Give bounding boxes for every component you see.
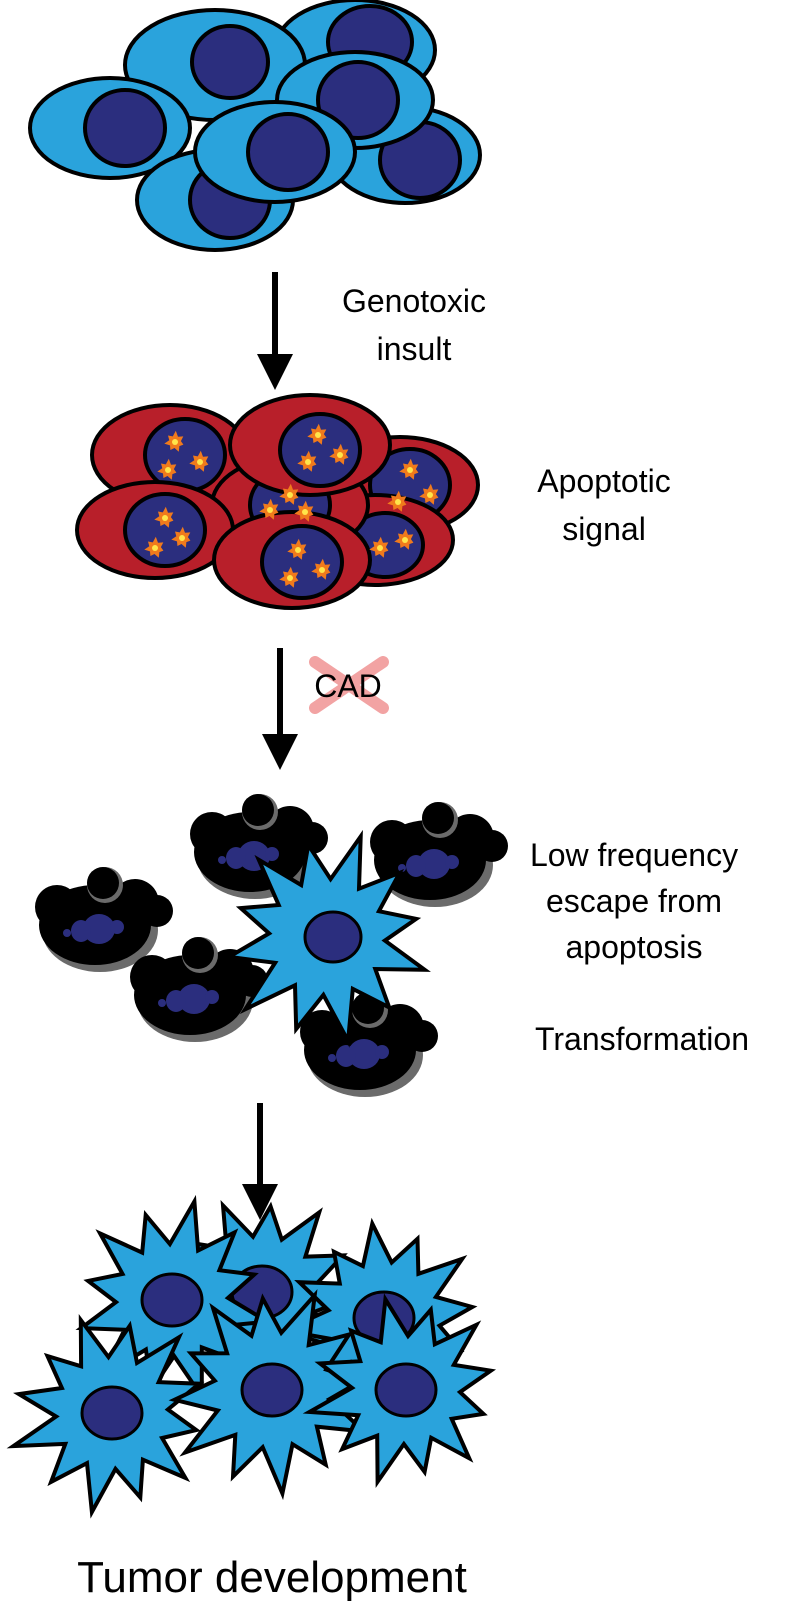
label-cad: CAD [314,668,382,704]
apoptotic-cell-cluster [75,393,480,610]
dead-cell [35,867,173,972]
damage-focus-icon [287,538,307,560]
label-escape-line1: Low frequency [530,837,738,873]
cross-out-icon [309,656,389,714]
dead-cell [300,992,438,1097]
label-genotoxic-line2: insult [377,331,452,367]
label-escape-line3: apoptosis [566,929,703,965]
apoptotic-cell [75,480,235,580]
tumor-cell-cluster [6,1194,497,1519]
apoptotic-cell [228,393,392,497]
damage-focus-icon [279,566,299,588]
damage-focus-icon [259,498,279,520]
label-tumor: Tumor development [77,1553,467,1602]
healthy-cell-cluster [28,0,482,252]
healthy-cell [193,100,357,204]
damage-focus-icon [144,536,164,558]
damage-focus-icon [157,458,177,480]
damage-focus-icon [297,450,317,472]
damage-focus-icon [164,430,184,452]
damage-focus-icon [154,506,174,528]
label-escape-line2: escape from [546,883,722,919]
apoptotic-cell [90,403,250,507]
damage-focus-icon [307,423,327,445]
tumor-cell [6,1314,205,1519]
dead-cell-group [35,794,508,1097]
tumor-cell [168,1289,370,1501]
label-apoptotic-line2: signal [562,511,646,547]
apoptotic-cell [212,510,372,610]
escaped-cell [222,829,431,1048]
damage-focus-icon [189,450,209,472]
damage-focus-icon [329,443,349,465]
damage-focus-icon [294,500,314,522]
healthy-cell [28,76,192,180]
label-transformation: Transformation [535,1021,749,1057]
label-genotoxic-line1: Genotoxic [342,283,486,319]
tumor-cell [302,1293,497,1488]
dead-cell [370,802,508,907]
damage-focus-icon [171,526,191,548]
label-apoptotic-line1: Apoptotic [537,463,670,499]
damage-focus-icon [419,483,439,505]
damage-focus-icon [311,558,331,580]
damage-focus-icon [279,483,299,505]
damage-focus-icon [369,536,389,558]
damage-focus-icon [399,458,419,480]
damage-focus-icon [394,528,414,550]
damage-focus-icon [387,490,407,512]
dna-damage-foci [144,423,439,588]
dead-cell [130,937,268,1042]
